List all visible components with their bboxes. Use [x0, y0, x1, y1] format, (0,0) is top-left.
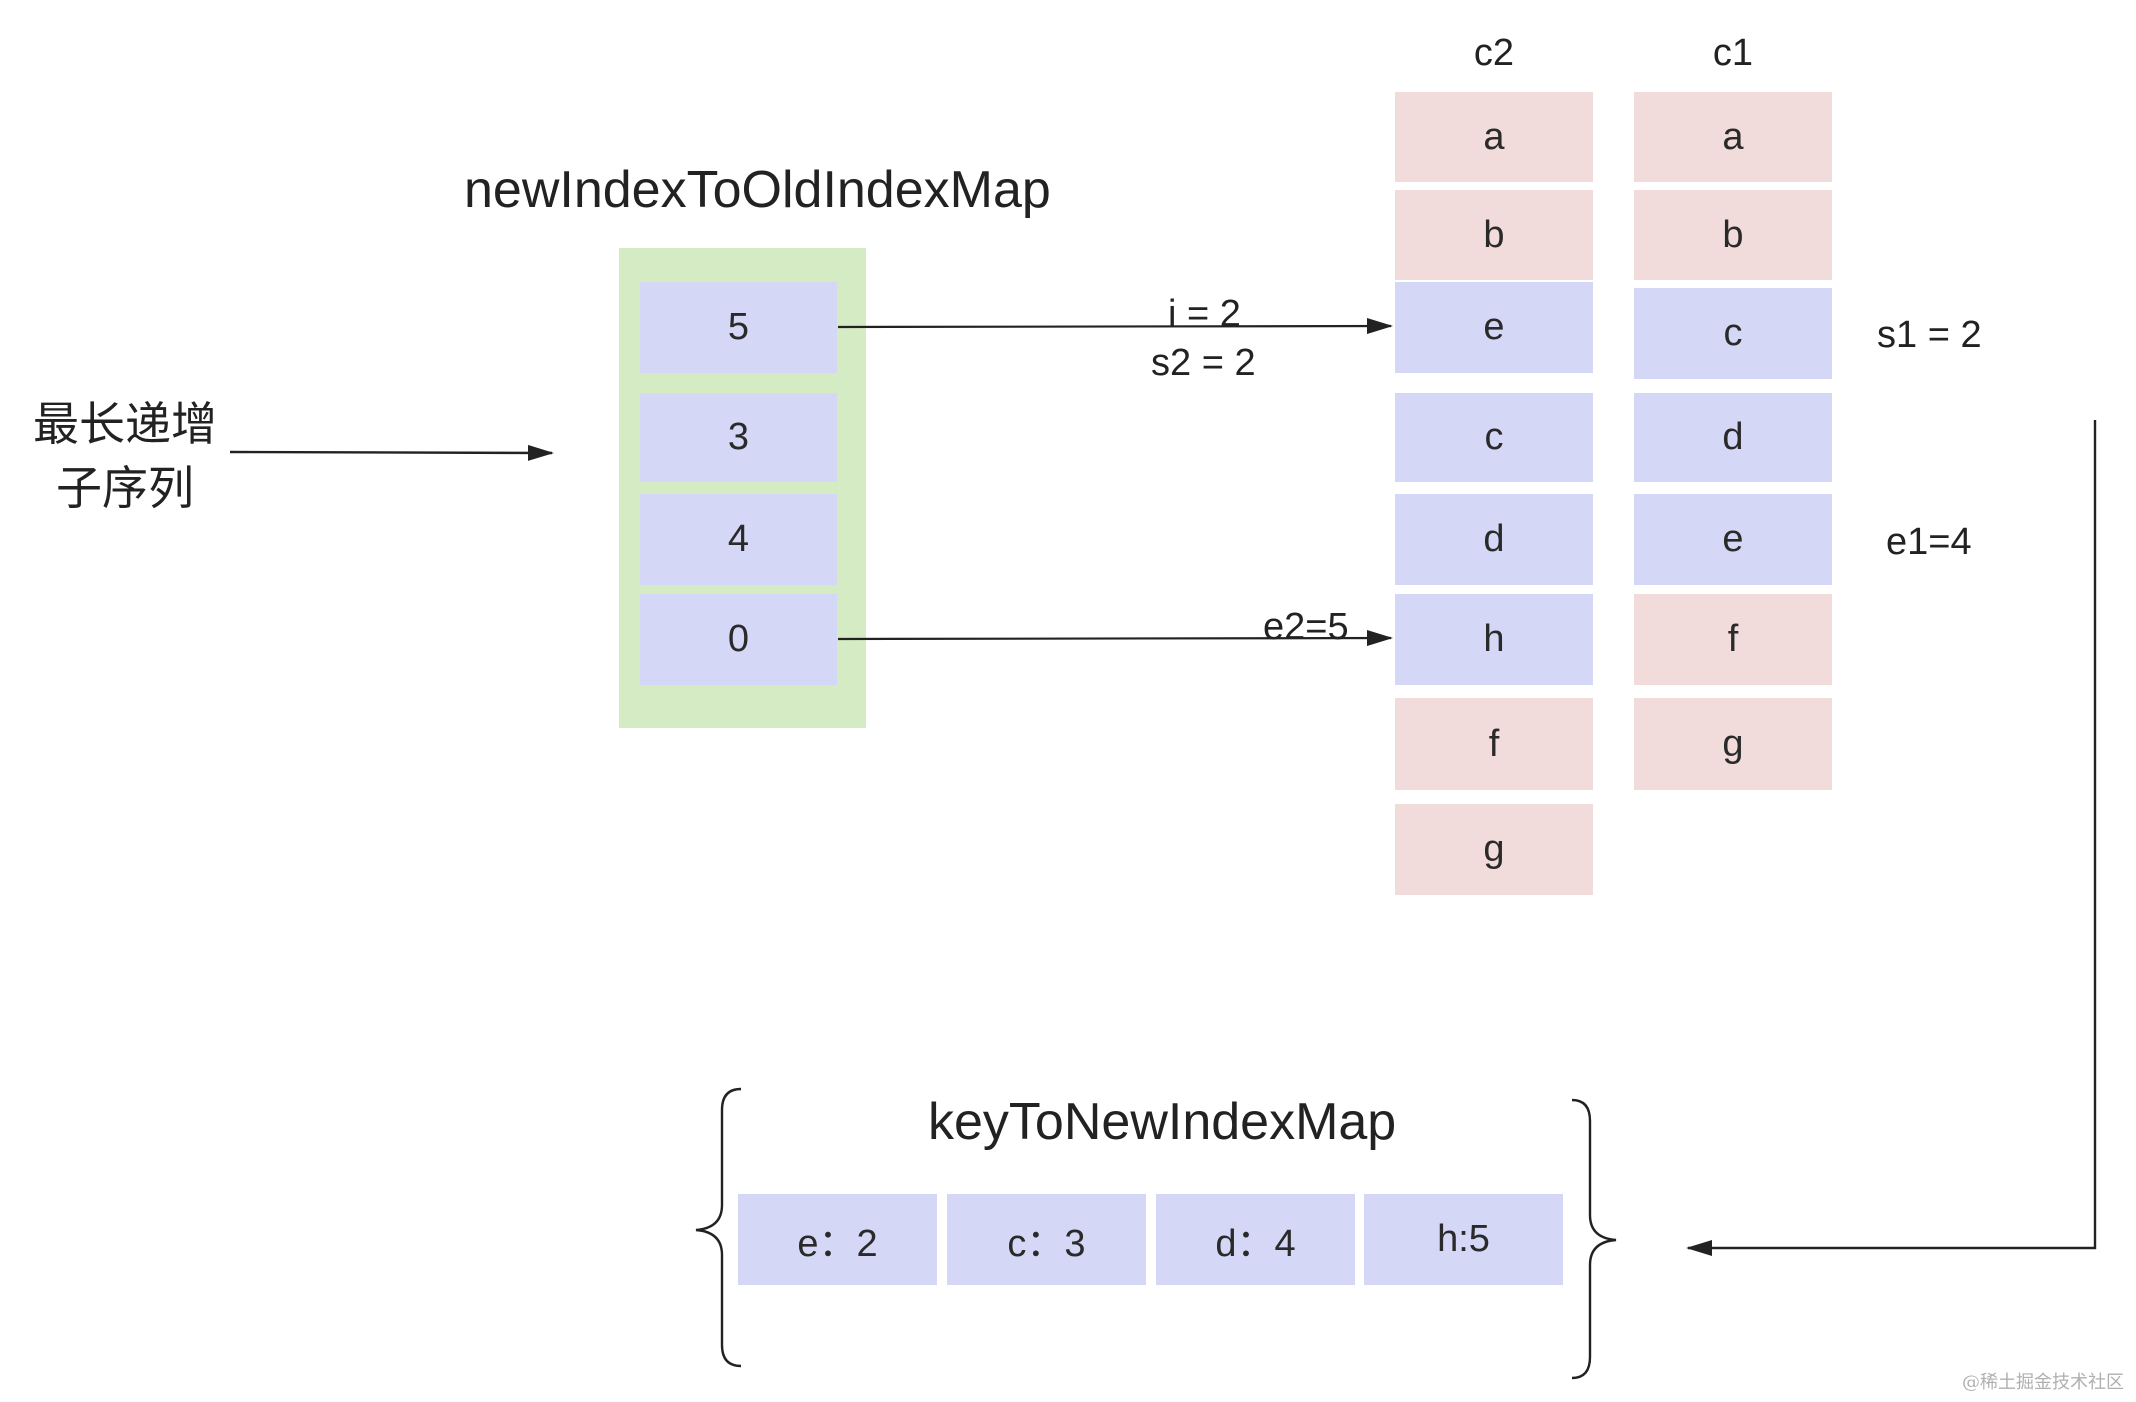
c2-item: d [1395, 494, 1593, 585]
c2-item: h [1395, 594, 1593, 685]
key-map-entry: c：3 [947, 1194, 1146, 1285]
c2-item: c [1395, 393, 1593, 482]
c1-item: f [1634, 594, 1832, 685]
new-index-map-title: newIndexToOldIndexMap [464, 161, 1051, 219]
e1-annotation: e1=4 [1886, 521, 1972, 563]
c2-item: g [1395, 804, 1593, 895]
c2-item: f [1395, 698, 1593, 790]
left-label-line2: 子序列 [56, 461, 194, 515]
left-label-line1: 最长递增 [33, 397, 217, 451]
c1-item: d [1634, 393, 1832, 482]
s2-annotation: s2 = 2 [1151, 342, 1256, 384]
c1-item: a [1634, 92, 1832, 182]
key-map-entry: d：4 [1156, 1194, 1355, 1285]
c2-item: e [1395, 282, 1593, 373]
new-index-map-cell: 3 [640, 393, 837, 482]
new-index-map-cell: 4 [640, 494, 837, 585]
c1-item: g [1634, 698, 1832, 790]
left-brace [695, 1087, 742, 1368]
longest-increasing-subsequence-label: 最长递增 子序列 [20, 392, 230, 520]
new-index-map-cell: 5 [640, 282, 837, 373]
watermark: @稀土掘金技术社区 [1962, 1372, 2124, 1393]
c1-item: b [1634, 190, 1832, 280]
i-annotation: i = 2 [1168, 293, 1241, 335]
key-map-entry: h:5 [1364, 1194, 1563, 1285]
c1-item: c [1634, 288, 1832, 379]
new-index-map-cell: 0 [640, 594, 837, 685]
c2-item: a [1395, 92, 1593, 182]
s1-annotation: s1 = 2 [1877, 314, 1982, 356]
lis-arrow [229, 444, 554, 461]
c2-header: c2 [1473, 32, 1515, 74]
key-map-entry: e：2 [738, 1194, 937, 1285]
e2-annotation: e2=5 [1263, 606, 1349, 648]
c2-item: b [1395, 190, 1593, 280]
key-map-title: keyToNewIndexMap [928, 1093, 1397, 1151]
c1-header: c1 [1712, 32, 1754, 74]
right-brace [1571, 1098, 1617, 1380]
c1-item: e [1634, 494, 1832, 585]
arrow-5-to-e [837, 318, 1393, 335]
